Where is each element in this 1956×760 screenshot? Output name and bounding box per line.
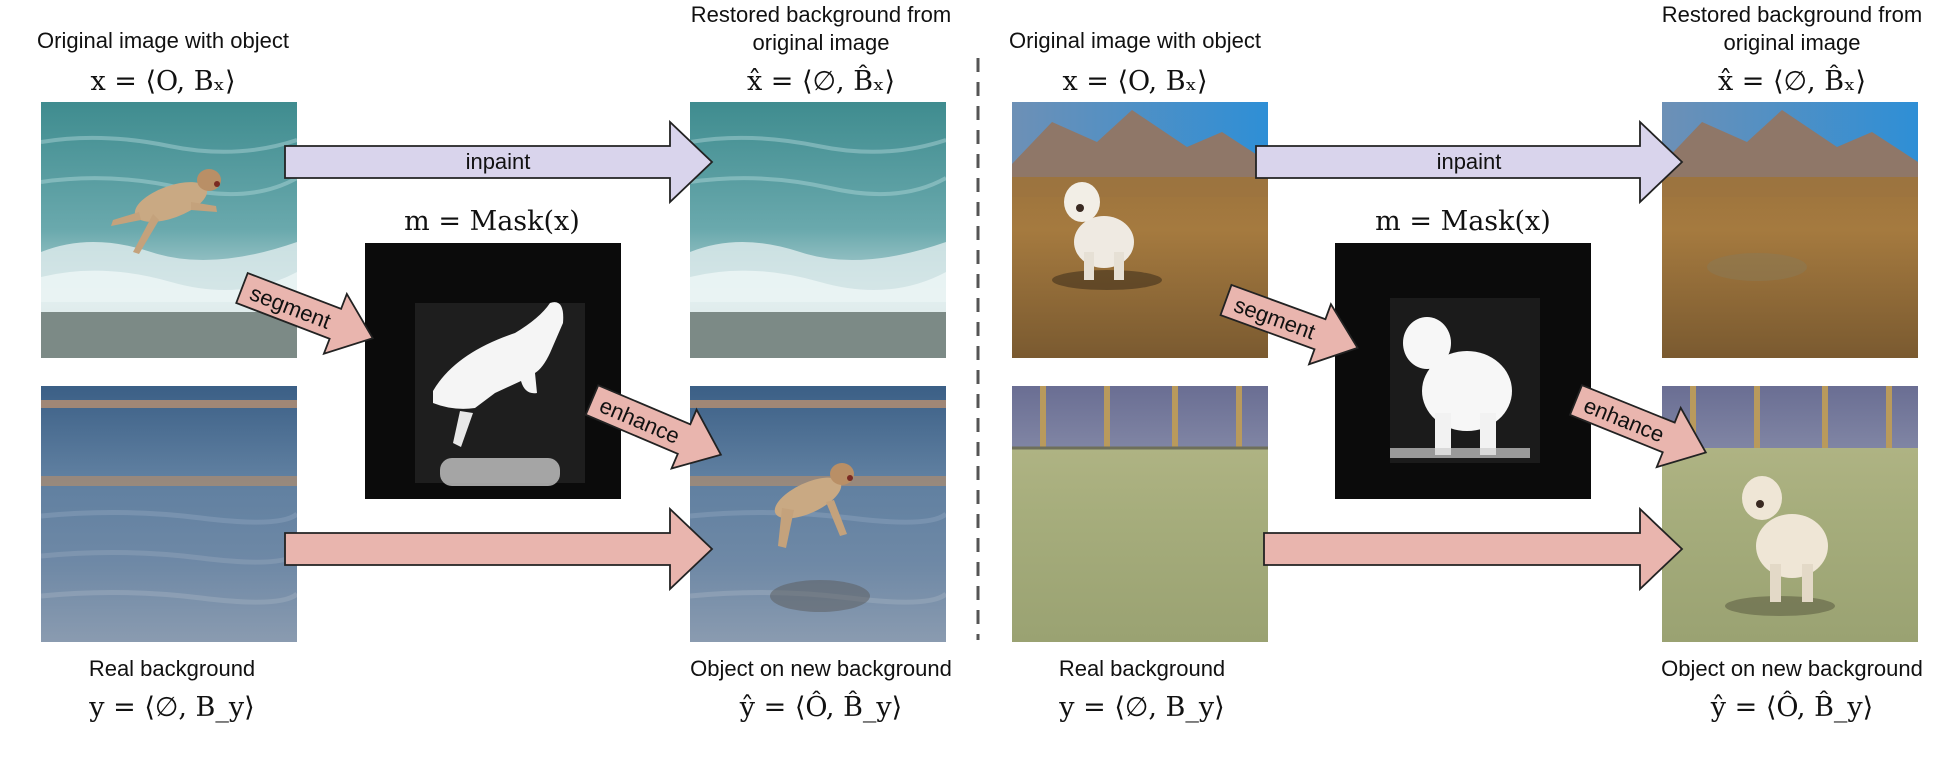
arrow-label-inpaint: inpaint [1437, 149, 1502, 174]
label-object-new-background: Object on new background [1661, 656, 1923, 681]
label-restored-background-line2: original image [1724, 30, 1861, 55]
label-restored-background-line2: original image [753, 30, 890, 55]
image-real-background-sea [41, 386, 297, 642]
label-original-image: Original image with object [1009, 28, 1261, 53]
equation-yhat: ŷ = ⟨Ô, B̂_y⟩ [739, 689, 902, 723]
image-restored-background-waves [690, 102, 946, 358]
label-real-background: Real background [89, 656, 255, 681]
image-mask-white-dog [1335, 243, 1591, 499]
equation-x: x = ⟨O, Bₓ⟩ [1062, 66, 1207, 97]
arrow-label-enhance: enhance [1580, 393, 1668, 448]
image-original-dog-waves [41, 102, 297, 358]
arrow-inpaint: inpaint [1255, 119, 1684, 205]
equation-xhat: x̂ = ⟨∅, B̂ₓ⟩ [1718, 64, 1866, 97]
label-restored-background-line1: Restored background from [1662, 2, 1922, 27]
arrow-inpaint: inpaint [284, 119, 714, 205]
equation-y: y = ⟨∅, B_y⟩ [1058, 692, 1224, 723]
image-dog-on-new-background-sea [690, 386, 946, 642]
image-dog-on-new-background-lawn [1662, 386, 1918, 642]
image-real-background-lawn [1012, 386, 1268, 642]
panel-left: Original image with object x = ⟨O, Bₓ⟩ R… [37, 2, 952, 723]
equation-xhat: x̂ = ⟨∅, B̂ₓ⟩ [747, 64, 895, 97]
label-restored-background-line1: Restored background from [691, 2, 951, 27]
label-original-image: Original image with object [37, 28, 289, 53]
arrow-bottom [1263, 506, 1684, 592]
equation-x: x = ⟨O, Bₓ⟩ [90, 66, 235, 97]
label-real-background: Real background [1059, 656, 1225, 681]
image-mask-dog-jumping [365, 243, 621, 499]
arrow-segment: segment [1219, 283, 1359, 366]
label-object-new-background: Object on new background [690, 656, 952, 681]
equation-mask: m = Mask(x) [404, 206, 580, 237]
equation-yhat: ŷ = ⟨Ô, B̂_y⟩ [1710, 689, 1873, 723]
panel-right: Original image with object x = ⟨O, Bₓ⟩ R… [1009, 2, 1923, 723]
image-restored-background-mountain [1662, 102, 1918, 358]
arrow-label-inpaint: inpaint [466, 149, 531, 174]
image-original-white-dog-mountain [1012, 102, 1268, 358]
equation-mask: m = Mask(x) [1375, 206, 1551, 237]
equation-y: y = ⟨∅, B_y⟩ [88, 692, 254, 723]
arrow-bottom [284, 506, 714, 592]
